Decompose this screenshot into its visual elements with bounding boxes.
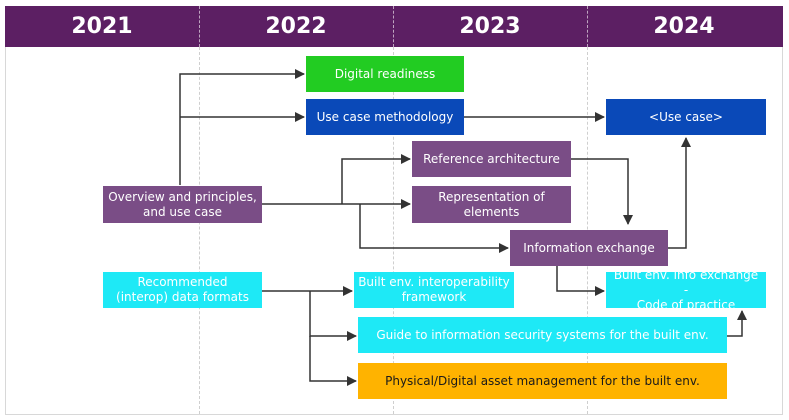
interop-label-line2: framework bbox=[401, 290, 467, 304]
recommended-label-line1: Recommended bbox=[137, 275, 228, 289]
year-2022: 2022 bbox=[265, 14, 327, 39]
year-divider-header bbox=[199, 6, 200, 47]
connector-recommended-to-asset-management bbox=[309, 336, 357, 386]
information-security-label: Guide to information security systems fo… bbox=[376, 327, 709, 342]
representation-label-line2: elements bbox=[463, 204, 520, 219]
year-divider bbox=[199, 47, 200, 414]
connector-info-exchange-to-use-case bbox=[668, 137, 691, 249]
information-exchange-label: Information exchange bbox=[523, 240, 655, 255]
connector-info-exchange-to-code-of-practice bbox=[556, 266, 605, 296]
representation-label-line1: Representation of bbox=[438, 189, 545, 204]
year-divider bbox=[393, 47, 394, 414]
year-2023: 2023 bbox=[459, 14, 521, 39]
asset-management-label: Physical/Digital asset management for th… bbox=[385, 373, 700, 388]
use-case-methodology-label: Use case methodology bbox=[316, 109, 454, 124]
year-divider-header bbox=[587, 6, 588, 47]
use-case-label: <Use case> bbox=[649, 109, 723, 124]
overview-and-principles-box: Overview and principles, and use case bbox=[103, 186, 262, 223]
year-header bbox=[5, 6, 783, 47]
recommended-label-line2: (interop) data formats bbox=[116, 290, 249, 304]
asset-management-box: Physical/Digital asset management for th… bbox=[358, 363, 727, 399]
digital-readiness-box: Digital readiness bbox=[306, 56, 464, 92]
reference-architecture-box: Reference architecture bbox=[412, 141, 571, 177]
code-of-practice-label-line2: Code of practice bbox=[636, 297, 736, 312]
year-divider-header bbox=[393, 6, 394, 47]
connector-overview-to-digital-readiness bbox=[179, 69, 305, 185]
reference-architecture-label: Reference architecture bbox=[423, 151, 560, 166]
year-2021: 2021 bbox=[71, 14, 133, 39]
connector-security-to-code-of-practice bbox=[727, 310, 747, 337]
digital-readiness-label: Digital readiness bbox=[334, 66, 436, 81]
code-of-practice-box: Built env. info exchange - Code of pract… bbox=[606, 268, 766, 312]
information-exchange-box: Information exchange bbox=[510, 230, 668, 266]
representation-of-elements-box: Representation of elements bbox=[412, 186, 571, 223]
connector-reference-to-info-exchange bbox=[571, 158, 633, 225]
code-of-practice-label-line1: Built env. info exchange - bbox=[613, 267, 759, 297]
overview-label-line1: Overview and principles, bbox=[108, 189, 257, 204]
year-2024: 2024 bbox=[653, 14, 715, 39]
recommended-data-formats-box: Recommended (interop) data formats bbox=[103, 272, 262, 308]
connector-overview-to-reference-architecture bbox=[341, 154, 411, 204]
use-case-box: <Use case> bbox=[606, 99, 766, 135]
connector-overview-to-information-exchange bbox=[359, 204, 509, 253]
overview-label-line2: and use case bbox=[142, 204, 223, 219]
interoperability-framework-box: Built env. interoperability framework bbox=[354, 272, 514, 308]
interop-label-line1: Built env. interoperability bbox=[358, 275, 510, 289]
information-security-box: Guide to information security systems fo… bbox=[358, 317, 727, 353]
connector-recommended-to-security bbox=[309, 291, 357, 341]
use-case-methodology-box: Use case methodology bbox=[306, 99, 464, 135]
